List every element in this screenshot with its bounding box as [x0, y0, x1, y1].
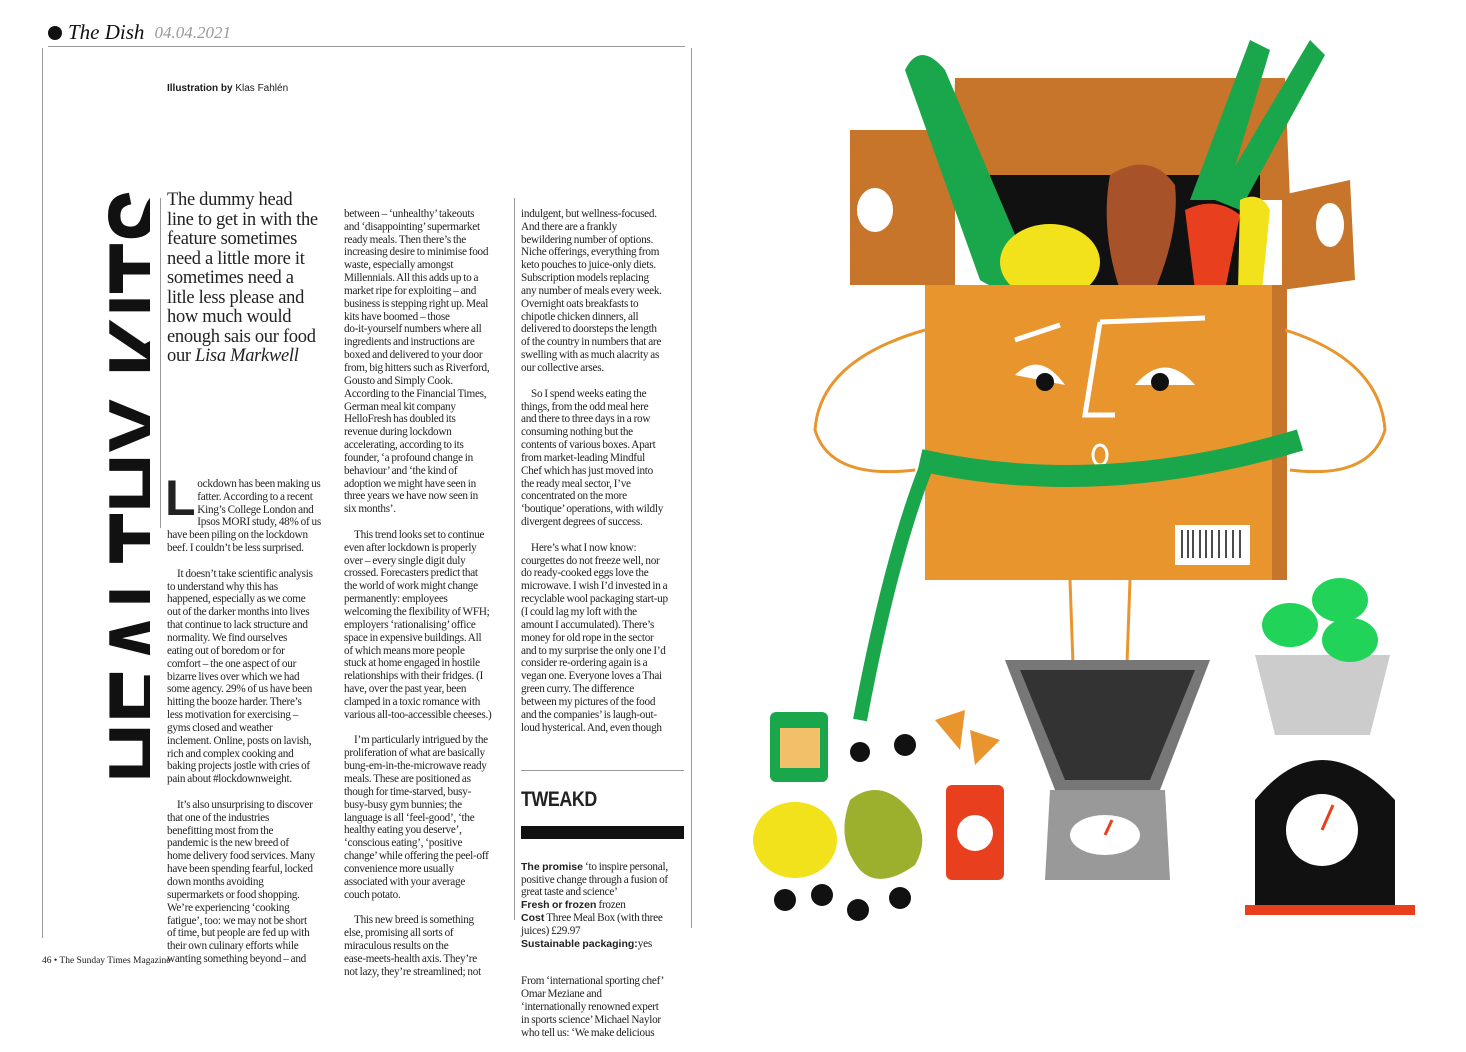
paragraph: So I spend weeks eating the things, from… [521, 387, 664, 529]
standfirst-rule [160, 198, 161, 528]
fresh-value: frozen [596, 899, 626, 912]
paragraph: between – ‘unhealthy’ takeouts and ‘disa… [344, 207, 490, 516]
standfirst-text: The dummy head line to get in with the f… [167, 190, 318, 366]
promise-label: The promise [521, 860, 583, 873]
issue-date: 04.04.2021 [154, 22, 231, 42]
section-kicker: The Dish 04.04.2021 [48, 20, 231, 45]
credit-name: Klas Fahlén [235, 83, 289, 94]
tweakd-title: TWEAKD [521, 787, 597, 811]
tweakd-info: The promise ‘to inspire personal, positi… [521, 861, 687, 951]
cost-label: Cost [521, 912, 545, 925]
paragraph: This new breed is something else, promis… [344, 914, 481, 978]
headline: HEALTHY KITS [83, 188, 150, 783]
left-border-rule [42, 48, 43, 938]
paragraph: It’s also unsurprising to discover that … [167, 798, 315, 966]
packaging-value: yes [637, 937, 652, 950]
author-name: Lisa Markwell [195, 346, 299, 366]
tweakd-more: From ‘international sporting chef’ Omar … [521, 975, 665, 1039]
drop-cap: L [165, 469, 196, 526]
header-rule [48, 46, 685, 47]
body-column-3: indulgent, but wellness-focused. And the… [521, 195, 687, 1052]
paragraph: I’m particularly intrigued by the prolif… [344, 734, 489, 901]
groceries-icon [753, 710, 1004, 921]
paragraph: It doesn’t take scientific analysis to u… [167, 567, 313, 786]
illustration-credit: Illustration by Klas Fahlén [167, 83, 288, 94]
kitchen-scale-icon [1245, 578, 1415, 915]
paragraph: ockdown has been making us fatter. Accor… [167, 477, 321, 555]
paragraph: Here’s what I now know: courgettes do no… [521, 541, 668, 734]
illustration [753, 40, 1415, 921]
sidebar-rule [521, 770, 684, 772]
standfirst: The dummy head line to get in with the f… [167, 190, 337, 367]
paragraph: indulgent, but wellness-focused. And the… [521, 207, 662, 374]
fresh-label: Fresh or frozen [521, 899, 597, 912]
folio: 46 • The Sunday Times Magazine [42, 956, 171, 966]
paragraph: This trend looks set to continue even af… [344, 528, 492, 721]
bullet-icon [48, 25, 62, 40]
promise-value: ‘to inspire personal, positive change th… [521, 860, 668, 899]
weighing-scale-icon [1005, 660, 1210, 880]
section-name: The Dish [68, 20, 145, 44]
column-rule [514, 198, 515, 920]
headline-vertical: HEALTHY KITS [83, 188, 150, 783]
vegetables-icon [905, 40, 1325, 300]
cost-value: Three Meal Box (with three juices) £29.9… [521, 912, 663, 937]
right-border-rule [691, 48, 692, 928]
tweakd-bar [521, 825, 684, 839]
box-character-icon [813, 285, 1387, 742]
credit-label: Illustration by [167, 83, 233, 94]
body-column-2: between – ‘unhealthy’ takeouts and ‘disa… [344, 195, 510, 991]
packaging-label: Sustainable packaging: [521, 937, 638, 950]
